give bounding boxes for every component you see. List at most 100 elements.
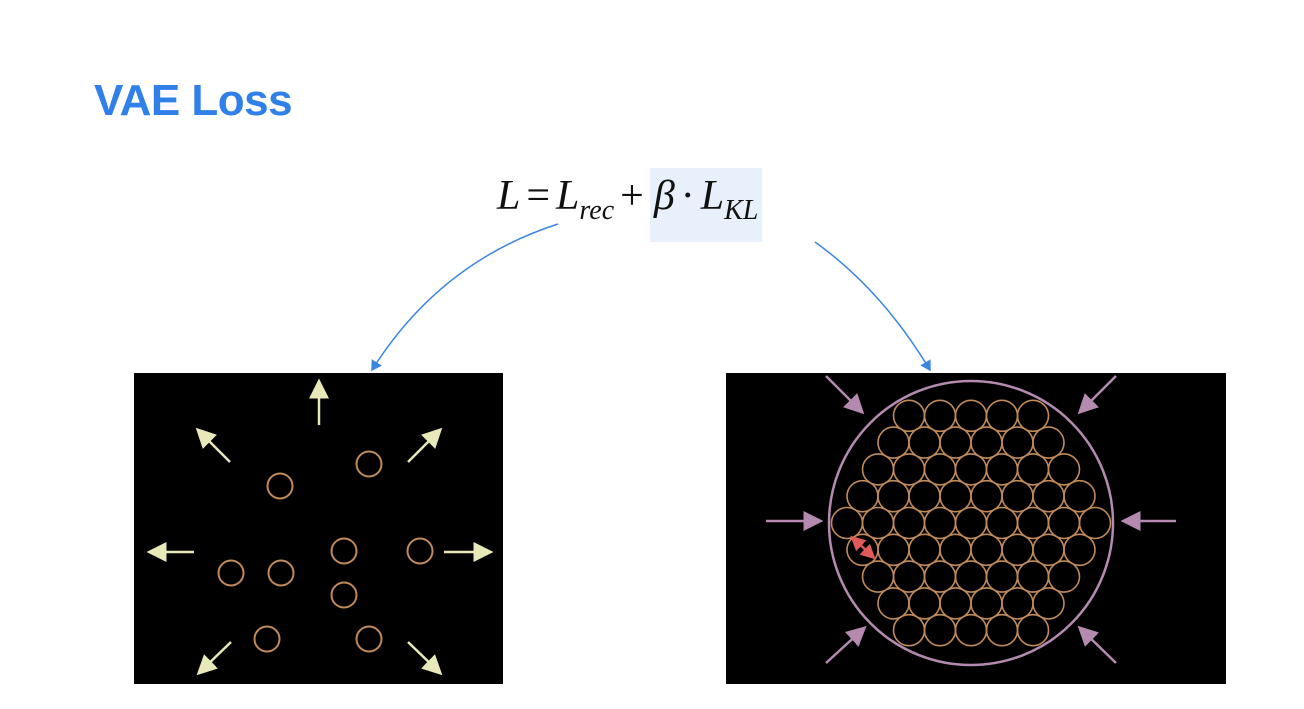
latent-circle — [1001, 533, 1034, 567]
latent-circle — [830, 506, 864, 540]
latent-circle — [985, 560, 1019, 593]
latent-circle — [908, 479, 941, 513]
formula-plus: + — [620, 173, 644, 219]
latent-circle — [939, 479, 972, 513]
latent-circle — [923, 560, 957, 593]
latent-circle — [954, 399, 988, 433]
latent-circle — [923, 613, 957, 647]
latent-circle — [1032, 479, 1065, 513]
latent-circle — [355, 625, 383, 653]
latent-circle — [1016, 453, 1050, 486]
latent-circle — [985, 613, 1019, 647]
arrow-outward-icon — [407, 427, 443, 463]
arrow-outward-icon — [195, 427, 231, 463]
latent-circle — [970, 587, 1003, 620]
arrow-outward-icon — [196, 641, 232, 676]
latent-circle — [1063, 479, 1096, 513]
latent-circle — [1047, 453, 1081, 486]
latent-circle — [1016, 560, 1050, 593]
latent-circle — [923, 453, 957, 486]
packed-latent-circles — [830, 399, 1112, 647]
latent-circle — [1001, 426, 1034, 459]
latent-circle — [1001, 479, 1034, 513]
latent-circle — [1063, 533, 1096, 567]
latent-circle — [892, 506, 926, 540]
arrow-outward-icon — [407, 641, 443, 676]
latent-circle — [985, 399, 1019, 433]
latent-circle — [970, 426, 1003, 459]
formula-rec-base: L — [556, 173, 580, 219]
latent-circle — [892, 453, 926, 486]
prior-boundary-circle — [827, 379, 1115, 667]
latent-circle — [1032, 533, 1065, 567]
formula-beta: β — [653, 173, 675, 219]
arrow-inward-icon — [1077, 375, 1117, 415]
connector-kl-arrow — [814, 241, 931, 372]
formula-kl-sub: KL — [724, 195, 759, 226]
latent-circle — [954, 506, 988, 540]
latent-circle — [406, 537, 434, 565]
latent-circle — [908, 533, 941, 567]
inward-arrows — [766, 375, 1176, 664]
formula-kl-highlight: β·LKL — [649, 168, 763, 242]
latent-circle — [877, 479, 910, 513]
formula-dot: · — [680, 173, 695, 219]
latent-circle — [939, 533, 972, 567]
latent-circle — [217, 559, 245, 587]
kl-diagram — [766, 375, 1176, 667]
latent-circle — [267, 559, 295, 587]
latent-circle — [985, 453, 1019, 486]
arrow-inward-icon — [825, 625, 867, 664]
latent-circle — [1047, 560, 1081, 593]
latent-circle — [892, 613, 926, 647]
latent-circle — [1032, 426, 1065, 459]
latent-circle — [846, 479, 879, 513]
arrow-inward-icon — [1077, 625, 1117, 664]
latent-circle — [330, 581, 358, 609]
formula-kl-base: L — [700, 173, 725, 219]
latent-circle — [908, 426, 941, 459]
latent-circle — [954, 613, 988, 647]
latent-circle — [892, 560, 926, 593]
latent-circle — [1016, 613, 1050, 647]
latent-circle — [1001, 587, 1034, 620]
slide-title: VAE Loss — [94, 76, 293, 125]
outward-arrows — [146, 378, 494, 676]
latent-circles — [217, 450, 434, 653]
latent-circle — [846, 533, 879, 567]
latent-circle — [923, 399, 957, 433]
overlap-marker — [850, 535, 876, 560]
arrow-inward-icon — [825, 375, 865, 415]
latent-circle — [970, 533, 1003, 567]
latent-circle — [861, 453, 895, 486]
latent-circle — [330, 537, 358, 565]
latent-circle — [954, 560, 988, 593]
latent-circle — [939, 426, 972, 459]
latent-circle — [1032, 587, 1065, 620]
latent-circle — [923, 506, 957, 540]
connector-rec-arrow — [371, 223, 559, 372]
latent-circle — [877, 587, 910, 620]
reconstruction-panel — [134, 373, 503, 684]
latent-circle — [861, 506, 895, 540]
latent-circle — [985, 506, 1019, 540]
loss-formula: L=Lrec+β·LKL — [497, 168, 763, 242]
latent-circle — [939, 587, 972, 620]
latent-circle — [877, 533, 910, 567]
latent-circle — [861, 560, 895, 593]
formula-equals: = — [526, 173, 551, 219]
latent-circle — [908, 587, 941, 620]
formula-rec-sub: rec — [579, 195, 615, 226]
latent-circle — [892, 399, 926, 433]
latent-circle — [1047, 506, 1081, 540]
latent-circle — [355, 450, 383, 478]
latent-circle — [253, 625, 281, 653]
latent-circle — [970, 479, 1003, 513]
latent-circle — [1016, 399, 1050, 433]
reconstruction-diagram — [146, 378, 494, 676]
latent-circle — [954, 453, 988, 486]
formula-lhs: L — [497, 173, 521, 219]
latent-circle — [1016, 506, 1050, 540]
latent-circle — [1078, 506, 1112, 540]
kl-panel — [726, 373, 1226, 684]
